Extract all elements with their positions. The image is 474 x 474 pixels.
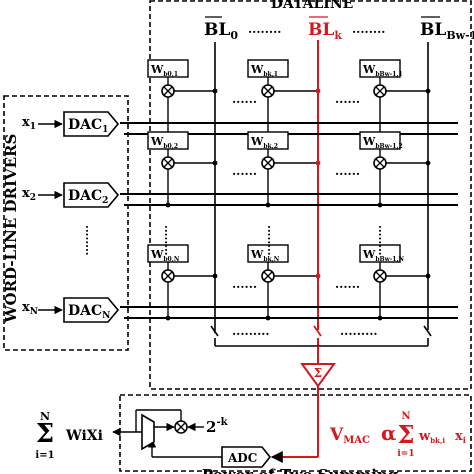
svg-text:Σ: Σ — [314, 366, 322, 380]
svg-text:Σ: Σ — [36, 419, 54, 449]
svg-text:BLk: BLk — [308, 20, 342, 42]
weight-cell-rowN-0: Wb0,N — [147, 244, 218, 321]
weight-cell-rowN-1: Wbk,N — [247, 244, 321, 321]
weight-label: WbBw-1,N — [362, 248, 405, 263]
weight-label: Wb0,N — [150, 248, 180, 263]
switch-dots-right: ......... — [340, 324, 378, 338]
svg-text:α: α — [381, 421, 396, 445]
weight-label: Wbk,1 — [250, 63, 278, 78]
svg-text:xN: xN — [22, 300, 38, 317]
weight-cell-row1-1: Wbk,1 — [247, 59, 321, 137]
svg-text:i=1: i=1 — [397, 449, 414, 459]
svg-text:x2: x2 — [22, 186, 36, 203]
weight-cell-row2-1: Wbk,2 — [247, 131, 321, 208]
input-row-n: xN DACN — [22, 297, 120, 323]
input-row-1: x1 DAC1 — [22, 111, 120, 137]
dataline-label: DATALINE — [271, 0, 354, 12]
svg-text:wbk,i: wbk,i — [418, 429, 445, 445]
row2-dots-left: ...... — [232, 164, 257, 178]
row2-dots-right: ...... — [335, 164, 360, 178]
dac-1-label: DAC1 — [68, 117, 108, 135]
dac-2-label: DAC2 — [68, 188, 108, 206]
switch-col-0 — [210, 325, 219, 346]
power-of-two-summing-label: Power of Two Summing — [202, 466, 399, 474]
svg-text:BLBw-1: BLBw-1 — [420, 20, 474, 42]
bitline-header-ellipsis-left: ........ — [248, 22, 281, 36]
row1-dots-left: ...... — [232, 92, 257, 106]
weight-label: WbBw-1,2 — [362, 135, 403, 150]
weight-label: WbBw-1,1 — [362, 63, 403, 78]
colbw-vdots: ........ — [376, 225, 389, 256]
svg-text:WiXi: WiXi — [65, 428, 103, 444]
svg-text:BL0: BL0 — [204, 20, 238, 42]
bitline-header-ellipsis-right: ........ — [352, 22, 385, 36]
svg-text:VMAC: VMAC — [329, 425, 370, 446]
svg-text:i=1: i=1 — [35, 450, 54, 461]
shift-label: 2-k — [206, 417, 229, 436]
bitline-bw-header: BLBw-1 — [420, 16, 474, 42]
switch-col-k — [313, 325, 322, 346]
rown-dots-left: ...... — [232, 277, 257, 291]
vmac-equation: VMAC α N Σ i=1 wbk,i xi — [329, 411, 466, 459]
weight-cell-row2-2: WbBw-1,2 — [359, 131, 431, 208]
svg-text:x1: x1 — [22, 115, 36, 132]
weight-cell-rowN-2: WbBw-1,N — [359, 244, 431, 321]
switch-dots-left: ......... — [232, 324, 270, 338]
output-expression: N Σ i=1 WiXi — [35, 410, 103, 461]
weight-label: Wb0,2 — [150, 135, 178, 150]
word-line-drivers-label: WORD-LINE DRIVERS — [2, 134, 20, 324]
adc-block: ADC — [221, 446, 272, 468]
weight-label: Wbk,2 — [250, 135, 278, 150]
colk-vdots: ........ — [265, 225, 278, 256]
dac-n-label: DACN — [68, 303, 110, 321]
svg-text:xi: xi — [455, 429, 466, 445]
weight-label: Wbk,N — [250, 248, 280, 263]
col0-vdots: ........ — [162, 225, 175, 256]
weight-cell-row2-0: Wb0,2 — [147, 131, 218, 208]
input-row-2: x2 DAC2 — [22, 182, 120, 208]
accumulator-adder — [141, 413, 155, 451]
rown-dots-right: ...... — [335, 277, 360, 291]
sum-amplifier: Σ — [300, 363, 336, 388]
svg-text:N: N — [401, 411, 410, 422]
switch-col-bw — [423, 325, 432, 346]
weight-cell-row1-2: WbBw-1,1 — [359, 59, 431, 137]
svg-text:ADC: ADC — [227, 451, 257, 465]
shift-multiplier — [174, 420, 188, 434]
bitline-0-header: BL0 — [204, 16, 238, 42]
bitline-k-header: BLk — [308, 16, 342, 42]
weight-cell-row1-0: Wb0,1 — [147, 59, 218, 137]
word-line-drivers-box — [3, 95, 129, 351]
dac-vertical-dots: ........ — [83, 225, 96, 256]
svg-text:Σ: Σ — [398, 420, 415, 449]
row1-dots-right: ...... — [335, 92, 360, 106]
weight-label: Wb0,1 — [150, 63, 178, 78]
svg-text:N: N — [40, 410, 50, 423]
